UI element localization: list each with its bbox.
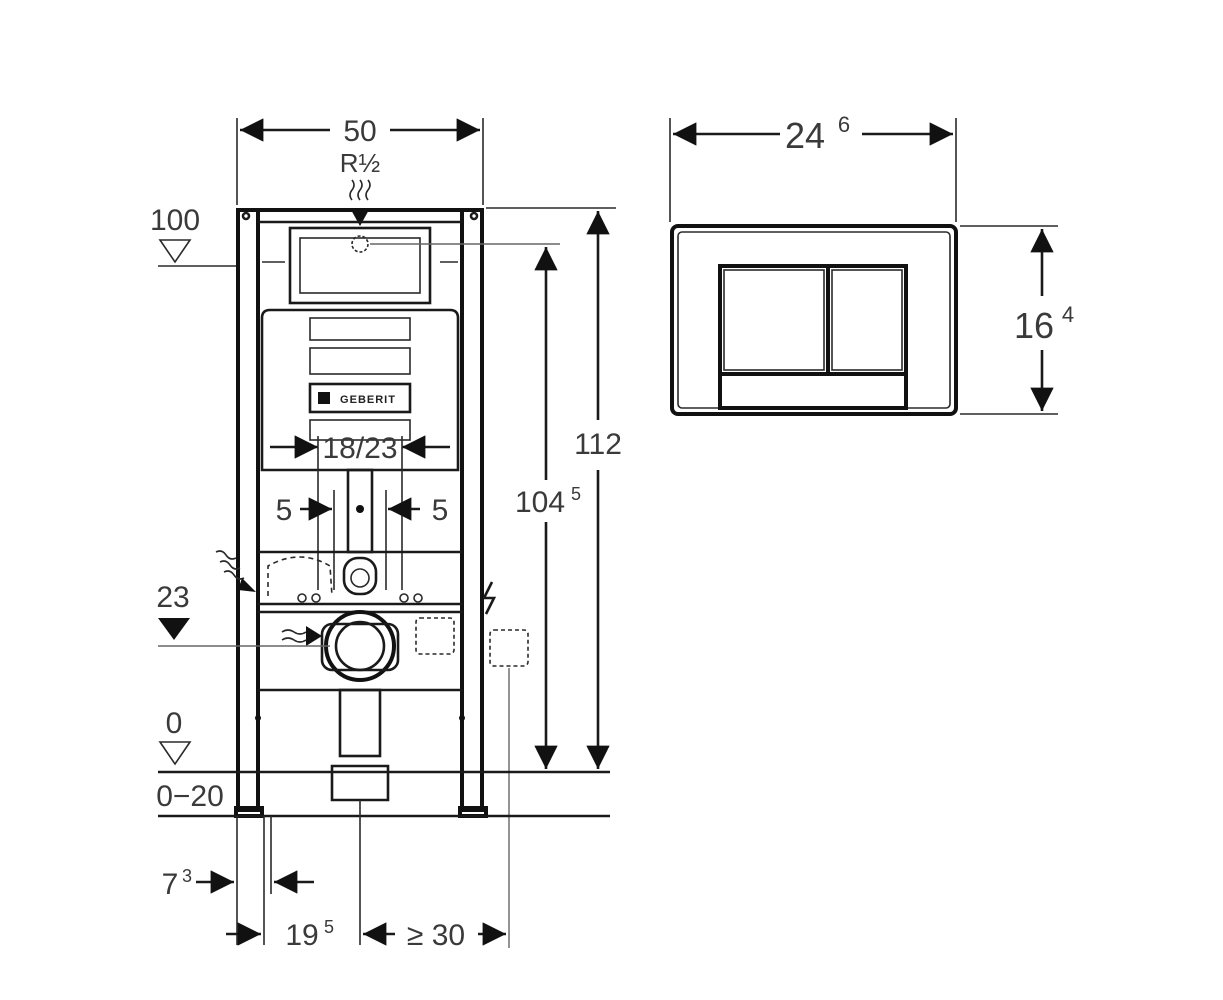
leg-clip-left bbox=[255, 715, 261, 721]
level-marker-23 bbox=[158, 618, 190, 640]
plate-height-label: 16 bbox=[1014, 305, 1054, 346]
bolt-4 bbox=[413, 593, 423, 603]
cistern-top-box bbox=[288, 226, 432, 305]
cistern-body bbox=[260, 308, 460, 472]
flush-plate bbox=[670, 224, 958, 416]
dim-label-7: 7 bbox=[162, 868, 179, 901]
dim-label-30: ≥ 30 bbox=[407, 919, 465, 952]
waste-flow-icon bbox=[281, 626, 322, 646]
frame-drawing: 50 R½ GEBERIT bbox=[150, 115, 622, 952]
flush-plate-drawing: 24 6 16 4 bbox=[669, 112, 1074, 416]
dim-label-19-sup: 5 bbox=[324, 917, 334, 937]
waste-outlet bbox=[330, 764, 390, 802]
dim-label-7-sup: 3 bbox=[182, 866, 192, 886]
frame-corner-right bbox=[469, 211, 479, 221]
flush-button-small bbox=[723, 269, 825, 371]
frame-corner-left bbox=[241, 211, 251, 221]
inlet-point bbox=[351, 235, 369, 253]
plate-width-sup: 6 bbox=[838, 112, 850, 137]
supply-pipe-dashed bbox=[267, 556, 333, 597]
electric-box-2 bbox=[489, 629, 529, 667]
level-marker-100 bbox=[158, 239, 192, 264]
thread-label: R½ bbox=[340, 148, 380, 178]
dim-label-112: 112 bbox=[574, 428, 622, 461]
brand-plate bbox=[308, 382, 412, 414]
dim-label-104: 104 bbox=[515, 486, 565, 519]
brand-mark-icon bbox=[318, 392, 330, 404]
flush-pipe-elbow bbox=[342, 556, 378, 596]
waste-pipe-inner bbox=[334, 620, 386, 672]
cistern-panel-1 bbox=[309, 317, 411, 341]
electric-icon bbox=[481, 581, 497, 615]
level-label-0: 0 bbox=[166, 707, 183, 740]
water-inflow-icon bbox=[215, 550, 256, 592]
dim-label-19: 19 bbox=[285, 919, 318, 952]
leg-clip-right bbox=[459, 715, 465, 721]
flush-button-large bbox=[831, 269, 903, 371]
bolt-1 bbox=[297, 593, 307, 603]
centre-point bbox=[356, 505, 364, 513]
plate-height-sup: 4 bbox=[1062, 302, 1074, 327]
level-label-23: 23 bbox=[156, 581, 189, 614]
frame-right-rail bbox=[460, 208, 484, 812]
brand-label: GEBERIT bbox=[340, 394, 396, 406]
cistern-panel-2 bbox=[309, 347, 411, 375]
flush-button-frame bbox=[718, 264, 908, 410]
level-label-100: 100 bbox=[150, 204, 200, 237]
flush-pipe-bore bbox=[350, 568, 370, 588]
cistern-top-box-inner bbox=[299, 237, 421, 294]
dim-label-18-23: 18/23 bbox=[322, 432, 397, 465]
bolt-3 bbox=[399, 593, 409, 603]
dim-label-5-left: 5 bbox=[276, 494, 293, 527]
dim-label-5-right: 5 bbox=[432, 494, 449, 527]
electric-box-1 bbox=[415, 617, 455, 655]
water-inlet-icon bbox=[349, 179, 371, 226]
waste-down-pipe bbox=[338, 688, 382, 758]
cistern-panel-3 bbox=[309, 419, 411, 441]
waste-pipe-clamp bbox=[320, 622, 400, 672]
dim-label-50: 50 bbox=[343, 115, 376, 148]
frame-left-rail bbox=[236, 208, 260, 812]
bolt-2 bbox=[311, 593, 321, 603]
dim-label-104-sup: 5 bbox=[571, 484, 581, 504]
plate-width-label: 24 bbox=[785, 115, 825, 156]
level-marker-0 bbox=[158, 741, 192, 766]
range-label-0-20: 0−20 bbox=[156, 780, 224, 813]
